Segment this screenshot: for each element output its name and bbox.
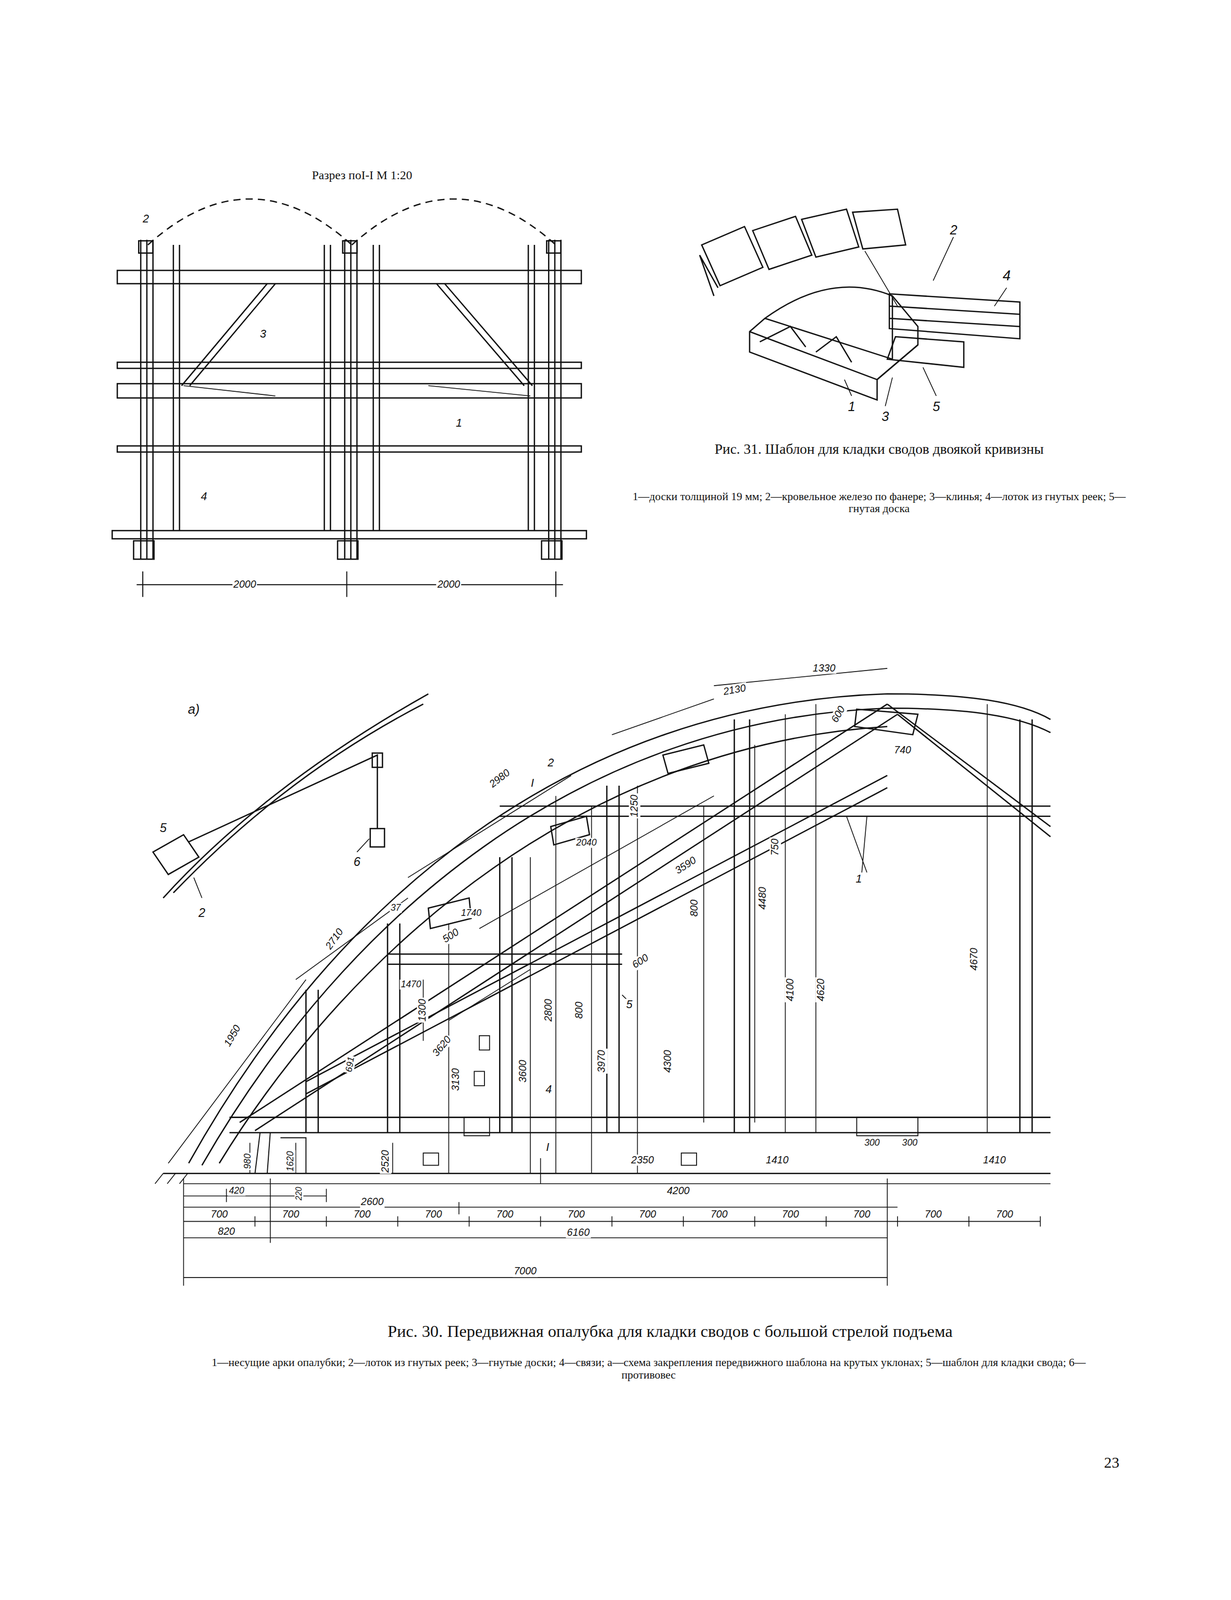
dimension-label: 600 bbox=[828, 703, 849, 726]
dimension-label: 420 bbox=[227, 1185, 245, 1196]
dimension-label: 600 bbox=[629, 951, 652, 972]
callout-number: 5 bbox=[931, 399, 941, 414]
dimension-label: 1410 bbox=[981, 1154, 1007, 1166]
dimension-label: 1470 bbox=[399, 979, 422, 990]
legend-note: 1—несущие арки опалубки; 2—лоток из гнут… bbox=[199, 1357, 1099, 1382]
callout-number: а) bbox=[187, 701, 202, 717]
dimension-label: 700 bbox=[780, 1208, 801, 1221]
dimension-label: 700 bbox=[852, 1208, 872, 1221]
dimension-label: 2980 bbox=[486, 766, 514, 791]
dimension-label: 2520 bbox=[379, 1148, 392, 1174]
section-drawing bbox=[112, 199, 587, 598]
text-label: Разрез поI-I М 1:20 bbox=[311, 168, 414, 183]
dimension-label: 700 bbox=[566, 1208, 587, 1221]
dimension-label: 4480 bbox=[757, 885, 769, 911]
callout-number: 1 bbox=[854, 873, 863, 886]
dimension-label: 750 bbox=[769, 837, 781, 857]
text-label: 23 bbox=[1102, 1453, 1121, 1471]
dimension-label: 1740 bbox=[459, 908, 483, 918]
dimension-label: 2040 bbox=[575, 837, 598, 848]
callout-number: 4 bbox=[544, 1083, 553, 1097]
dimension-label: 700 bbox=[209, 1208, 230, 1221]
dimension-label: 300 bbox=[863, 1137, 881, 1148]
dimension-label: 1250 bbox=[628, 793, 641, 819]
dimension-label: 700 bbox=[495, 1208, 515, 1221]
dimension-label: 4620 bbox=[815, 977, 827, 1003]
dimension-label: 2710 bbox=[322, 925, 347, 952]
dimension-label: 4300 bbox=[662, 1048, 675, 1074]
dimension-label: 700 bbox=[424, 1208, 444, 1221]
dimension-label: 3620 bbox=[429, 1032, 454, 1059]
dimension-label: 700 bbox=[923, 1208, 943, 1221]
callout-number: 5 bbox=[158, 821, 168, 836]
dimension-label: 820 bbox=[216, 1225, 236, 1238]
dimension-label: 800 bbox=[688, 898, 701, 918]
dimension-label: 7000 bbox=[512, 1265, 538, 1278]
dimension-label: 3600 bbox=[517, 1059, 530, 1085]
dimension-label: 4200 bbox=[665, 1185, 691, 1197]
dimension-label: 220 bbox=[294, 1185, 304, 1202]
dimension-label: 700 bbox=[995, 1208, 1015, 1221]
callout-number: 4 bbox=[1001, 267, 1012, 284]
dimension-label: 980 bbox=[242, 1152, 253, 1170]
dimension-label: 691 bbox=[343, 1054, 357, 1074]
dimension-label: 800 bbox=[573, 1000, 586, 1021]
dimension-label: 2000 bbox=[232, 578, 258, 591]
text-label: Рис. 31. Шаблон для кладки сводов двояко… bbox=[713, 441, 1046, 457]
dimension-label: 2600 bbox=[359, 1196, 385, 1208]
dimension-label: 2800 bbox=[543, 997, 555, 1023]
callout-number: 1 bbox=[847, 399, 857, 414]
formwork-drawing bbox=[155, 668, 1051, 1286]
template-drawing bbox=[699, 209, 1021, 407]
callout-number: 4 bbox=[200, 490, 209, 504]
dimension-label: 2350 bbox=[630, 1154, 656, 1166]
dimension-label: 700 bbox=[352, 1208, 372, 1221]
dimension-label: 4670 bbox=[968, 946, 980, 972]
callout-number: 2 bbox=[546, 756, 555, 770]
dimension-label: 4100 bbox=[784, 977, 797, 1003]
dimension-label: 700 bbox=[281, 1208, 301, 1221]
dimension-label: 1620 bbox=[285, 1149, 296, 1173]
dimension-label: 500 bbox=[439, 925, 462, 946]
callout-number: I bbox=[529, 777, 536, 790]
dimension-label: 300 bbox=[901, 1137, 919, 1148]
dimension-label: 3130 bbox=[450, 1066, 462, 1092]
dimension-label: 1950 bbox=[221, 1022, 244, 1050]
dimension-label: 37 bbox=[389, 902, 403, 913]
dimension-label: 1410 bbox=[764, 1154, 790, 1166]
dimension-label: 3970 bbox=[595, 1048, 608, 1074]
dimension-label: 1300 bbox=[416, 997, 429, 1023]
inset-drawing bbox=[153, 693, 429, 899]
dimension-label: 1330 bbox=[811, 662, 837, 675]
callout-number: 6 bbox=[352, 855, 362, 869]
callout-number: 2 bbox=[197, 906, 207, 920]
callout-number: 5 bbox=[625, 998, 634, 1012]
dimension-label: 2000 bbox=[436, 578, 462, 591]
callout-number: 1 bbox=[454, 417, 464, 430]
legend-note: 1—доски толщиной 19 мм; 2—кровельное жел… bbox=[623, 490, 1136, 516]
figure-caption: Рис. 30. Передвижная опалубка для кладки… bbox=[386, 1322, 954, 1341]
dimension-label: 740 bbox=[892, 744, 913, 756]
callout-number: 3 bbox=[258, 328, 268, 342]
dimension-label: 700 bbox=[709, 1208, 729, 1221]
callout-number: I bbox=[544, 1141, 551, 1155]
callout-number: 2 bbox=[141, 213, 151, 226]
dimension-label: 6160 bbox=[565, 1226, 591, 1239]
dimension-label: 700 bbox=[638, 1208, 658, 1221]
callout-number: 2 bbox=[948, 222, 959, 238]
callout-number: 3 bbox=[880, 408, 890, 424]
